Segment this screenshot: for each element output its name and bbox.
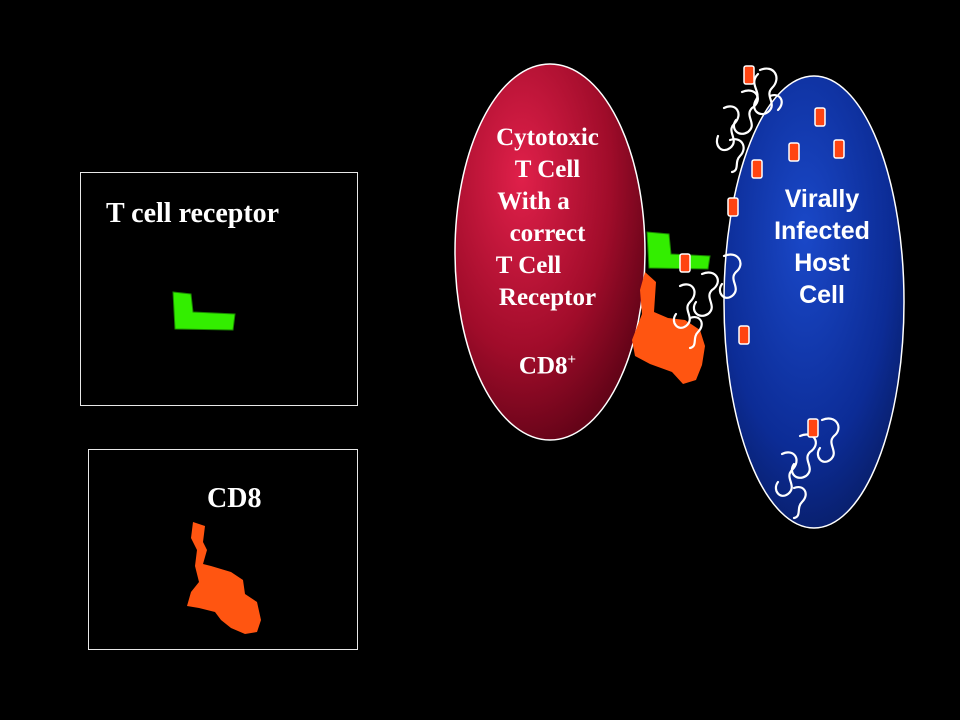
legend-box-tcr bbox=[80, 172, 358, 406]
host-label-line: Infected bbox=[774, 217, 870, 245]
virus-squiggle-icon bbox=[774, 417, 840, 520]
tcell-label-line: T Cell bbox=[495, 252, 562, 279]
virus-squiggle-icon bbox=[672, 253, 742, 350]
cd8-shape-icon bbox=[632, 272, 705, 384]
tcell-label-line: With a bbox=[497, 188, 570, 215]
host-label-line: Virally bbox=[784, 185, 860, 213]
tcell-label-line: correct bbox=[509, 220, 586, 247]
host-cell bbox=[723, 75, 905, 529]
legend-label-tcr: T cell receptor bbox=[106, 198, 280, 229]
host-cell-label: Virally Infected Host Cell bbox=[752, 183, 892, 311]
legend-box-cd8 bbox=[88, 449, 358, 650]
legend-label-cd8: CD8 bbox=[207, 483, 262, 514]
tcell-label-line: Receptor bbox=[498, 284, 597, 311]
tcr-shape-icon bbox=[172, 291, 236, 331]
tcell-label: Cytotoxic T Cell With a correct T Cell R… bbox=[470, 122, 625, 382]
tcell bbox=[454, 63, 646, 441]
host-label-line: Host bbox=[794, 249, 850, 277]
antigen-marker-icon bbox=[679, 65, 845, 438]
tcell-cd8-sup: + bbox=[567, 352, 577, 368]
host-label-line: Cell bbox=[799, 281, 845, 309]
tcell-label-line: T Cell bbox=[514, 156, 581, 183]
tcell-cd8-base: CD8 bbox=[518, 352, 568, 380]
cd8-shape-icon bbox=[187, 522, 261, 634]
tcell-cd8-label: CD8+ bbox=[470, 344, 625, 382]
tcr-shape-icon bbox=[646, 231, 711, 270]
virus-squiggle-icon bbox=[715, 67, 783, 174]
tcell-label-line: Cytotoxic bbox=[496, 124, 599, 151]
